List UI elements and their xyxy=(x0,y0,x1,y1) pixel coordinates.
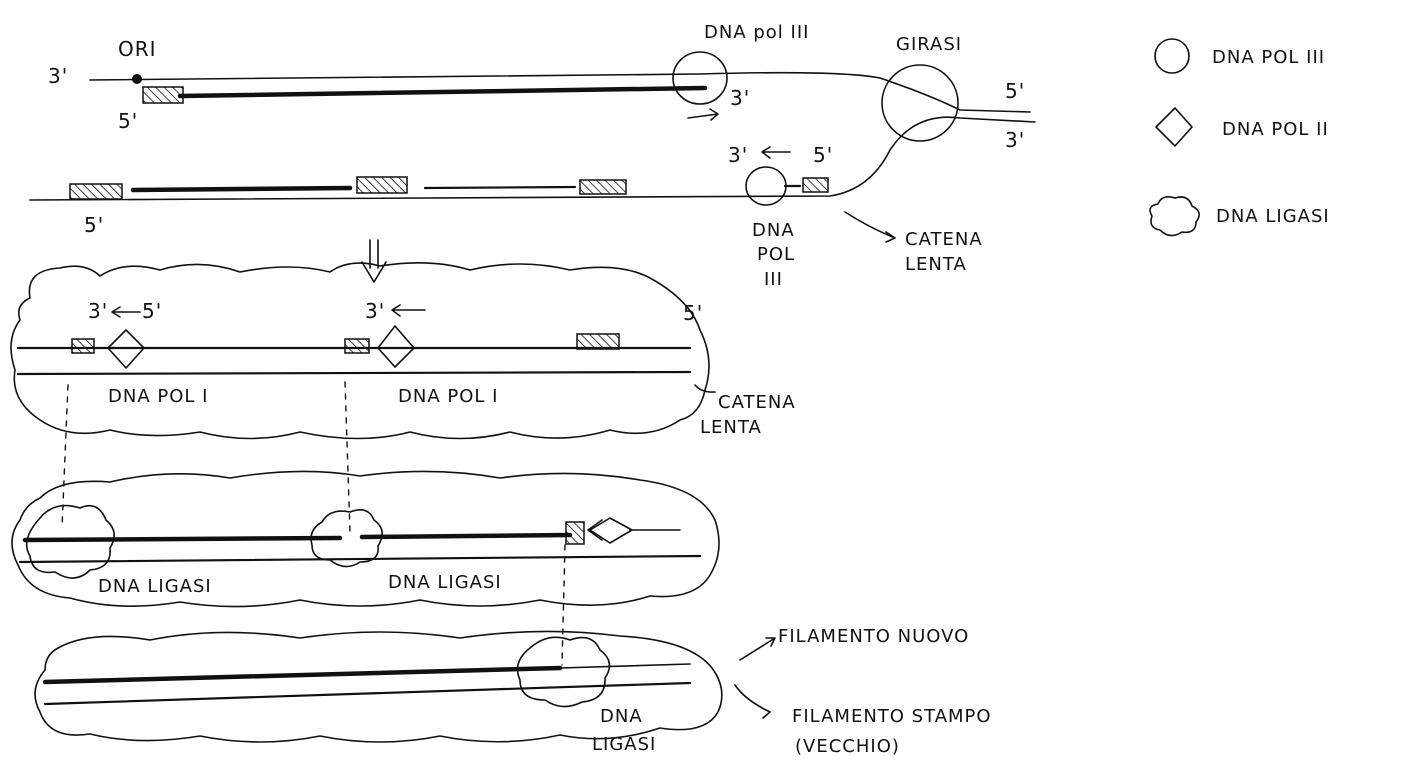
label-pol-i-3prime-2: 3' xyxy=(365,299,385,323)
pol-i-primer-3 xyxy=(577,334,619,349)
label-filamento-stampo: FILAMENTO STAMPO xyxy=(792,706,992,727)
label-pol-i-5prime-right: 5' xyxy=(683,301,703,325)
guide-dashed-3 xyxy=(562,545,565,665)
pol-i-template-strand xyxy=(18,372,690,374)
dna-pol-i-diamond-2 xyxy=(378,326,414,367)
ligase-cloud-3 xyxy=(518,637,610,706)
lagging-direction-arrow xyxy=(762,147,790,158)
ligasi-pol-i-diamond xyxy=(590,518,632,543)
label-filamento-nuovo: FILAMENTO NUOVO xyxy=(778,626,969,647)
label-5prime-right: 5' xyxy=(1005,79,1025,103)
label-ori: ORI xyxy=(118,37,157,61)
leading-new-strand xyxy=(180,88,705,96)
lagging-primer-4 xyxy=(803,178,828,192)
label-dna-ligasi-3b: LIGASI xyxy=(592,734,656,755)
pointer-filamento-nuovo xyxy=(740,638,775,660)
legend: DNA POL III DNA POL II DNA LIGASI xyxy=(1150,39,1330,236)
final-new-strand-tail xyxy=(560,664,690,668)
pol-i-arrow-1 xyxy=(112,307,140,317)
ori-dot xyxy=(132,74,142,84)
legend-label-pol-iii: DNA POL III xyxy=(1212,47,1325,68)
dna-pol-i-panel: 3' 5' 3' 5' DNA POL I DNA POL I CATENA L… xyxy=(11,263,796,439)
pol-i-primer-1 xyxy=(72,339,94,353)
label-dna-pol-i-1: DNA POL I xyxy=(108,386,208,407)
guide-dashed-2 xyxy=(345,382,350,532)
cloud-icon xyxy=(1150,197,1199,236)
final-new-strand xyxy=(45,668,560,682)
label-5prime-bottom-left: 5' xyxy=(84,213,104,237)
guide-dashed-1 xyxy=(62,385,68,528)
down-arrow xyxy=(362,240,386,282)
label-dna-ligasi-3a: DNA xyxy=(600,706,643,727)
label-pol-i-5prime-1: 5' xyxy=(142,299,162,323)
leading-primer xyxy=(143,87,183,103)
ligasi-primer xyxy=(566,522,584,544)
label-vecchio: (VECCHIO) xyxy=(795,736,900,757)
label-pol-i-3prime-1: 3' xyxy=(88,299,108,323)
label-dna-pol-iii-lower-2: POL xyxy=(757,244,795,265)
circle-icon xyxy=(1155,39,1189,73)
label-girasi: GIRASI xyxy=(896,34,962,55)
pol-i-primer-2 xyxy=(345,339,369,353)
lagging-primer-3 xyxy=(580,180,626,194)
label-5prime-lagging: 5' xyxy=(813,143,833,167)
label-catena-lenta-1a: CATENA xyxy=(905,229,983,250)
label-3prime-lagging: 3' xyxy=(728,143,748,167)
label-dna-pol-iii-top: DNA pol III xyxy=(704,22,809,43)
label-3prime-leading-end: 3' xyxy=(730,86,750,110)
replication-fork-panel: 3' ORI 5' DNA pol III GIRASI 3' 5' 3' 3'… xyxy=(30,22,1035,290)
diamond-icon xyxy=(1156,108,1192,146)
catena-lenta-pointer-1 xyxy=(845,212,895,242)
label-5prime-top-left: 5' xyxy=(118,109,138,133)
okazaki-fragment-2 xyxy=(425,187,575,188)
label-dna-pol-iii-lower-3: III xyxy=(764,269,783,290)
legend-label-ligasi: DNA LIGASI xyxy=(1216,206,1330,227)
dna-pol-iii-lagging xyxy=(746,167,786,205)
pol-i-arrow-2 xyxy=(392,305,425,316)
dna-ligasi-panel: DNA LIGASI DNA LIGASI xyxy=(12,471,719,606)
label-catena-lenta-2b: LENTA xyxy=(700,417,762,438)
label-catena-lenta-1b: LENTA xyxy=(905,254,967,275)
final-template-strand xyxy=(45,683,690,704)
label-dna-ligasi-1: DNA LIGASI xyxy=(98,576,212,597)
dna-pol-iii-leading xyxy=(673,52,727,104)
lagging-primer-2 xyxy=(357,177,407,193)
label-dna-ligasi-2: DNA LIGASI xyxy=(388,572,502,593)
okazaki-fragment-1 xyxy=(133,188,350,190)
ligasi-template-strand xyxy=(20,556,700,562)
label-3prime-right: 3' xyxy=(1005,128,1025,152)
label-dna-pol-iii-lower-1: DNA xyxy=(752,220,795,241)
ligasi-new-strand-1 xyxy=(25,538,340,540)
label-3prime-top-left: 3' xyxy=(48,64,68,88)
pointer-filamento-stampo xyxy=(735,685,770,718)
label-dna-pol-i-2: DNA POL I xyxy=(398,386,498,407)
final-panel: FILAMENTO NUOVO DNA LIGASI FILAMENTO STA… xyxy=(35,626,992,757)
lagging-primer-1 xyxy=(70,184,122,199)
label-catena-lenta-2a: CATENA xyxy=(718,392,796,413)
leading-direction-arrow xyxy=(688,109,718,120)
ligasi-new-strand-2 xyxy=(362,535,570,537)
legend-label-pol-ii: DNA POL II xyxy=(1222,119,1329,140)
